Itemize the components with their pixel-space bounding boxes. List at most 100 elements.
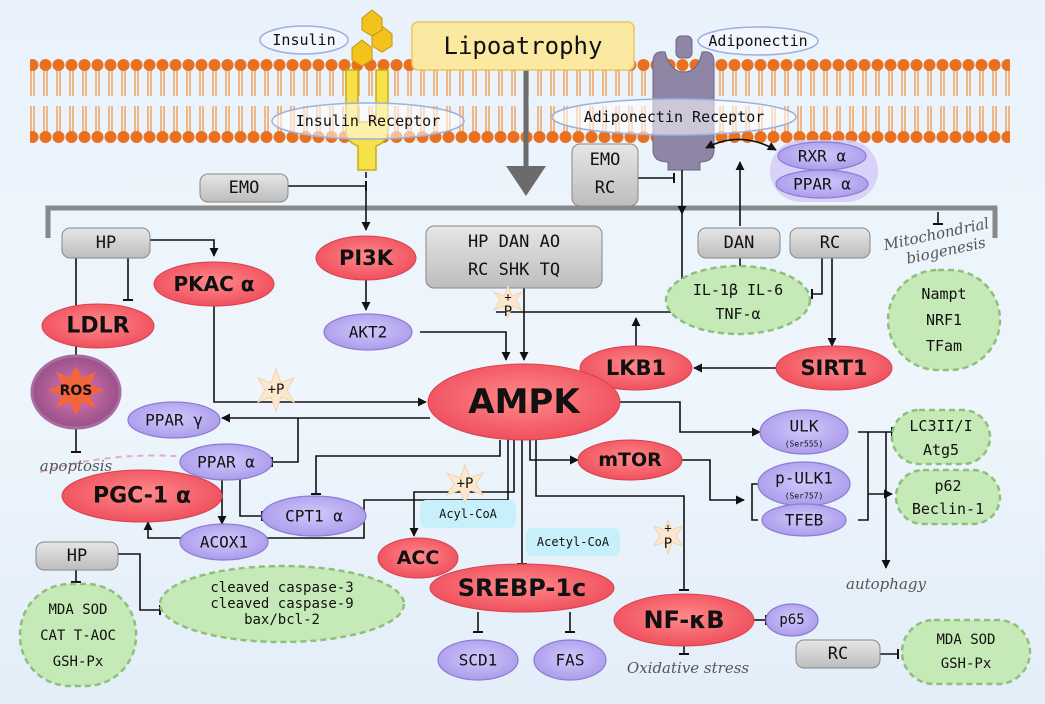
pgc1a-label: PGC-1 α	[93, 484, 191, 509]
rc-box-bottom	[795, 639, 881, 669]
caspase-cloud	[158, 564, 406, 644]
casp3-label: cleaved caspase-3	[210, 580, 353, 596]
oxidative-label: Oxidative stress	[627, 659, 750, 677]
nampt-label: Nampt	[921, 285, 966, 303]
herbs-box	[425, 225, 603, 289]
acetylcoa-box	[526, 528, 620, 556]
pkaca-oval	[153, 261, 275, 307]
srebp-oval	[429, 563, 615, 613]
ulk-label: ULK	[790, 417, 819, 436]
rc-top-label: RC	[820, 233, 840, 253]
gshpx-label: GSH-Px	[53, 654, 104, 670]
akt2-oval	[323, 313, 413, 351]
akt2-label: AKT2	[349, 323, 388, 342]
p-label-4: P	[664, 536, 672, 552]
acylcoa-label: Acyl-CoA	[439, 507, 498, 521]
bax-label: bax/bcl-2	[244, 612, 320, 628]
plus-p-label-2: +P	[457, 476, 474, 492]
pulk1-label: p-ULK1	[775, 469, 833, 488]
ppar-a-label: PPAR α	[197, 453, 255, 472]
p62-cloud	[894, 468, 1002, 526]
insulin-receptor-label: Insulin Receptor	[296, 112, 441, 130]
ppar-g-oval	[127, 401, 221, 439]
adiponectin-label: Adiponectin	[708, 32, 807, 50]
tfam-label: TFam	[926, 337, 962, 355]
ulk-sub-label: (Ser555)	[785, 440, 824, 449]
autophagy-label: autophagy	[846, 575, 926, 593]
scd1-oval	[437, 639, 519, 681]
plus-p-star-1	[256, 367, 296, 413]
lipoatrophy-arrow-head	[506, 166, 546, 196]
ulk-oval	[759, 409, 849, 455]
acetylcoa-label: Acetyl-CoA	[537, 535, 610, 549]
plus-p-star-3	[492, 284, 524, 320]
emo-left-label: EMO	[229, 178, 260, 198]
p65-oval	[765, 603, 819, 637]
mda-sod-right-label: MDA SOD	[936, 632, 995, 648]
pi3k-label: PI3K	[339, 246, 394, 270]
plus-p-star-2	[445, 463, 485, 505]
ldlr-label: LDLR	[66, 314, 129, 339]
cpt1a-label: CPT1 α	[285, 507, 343, 526]
acc-oval	[377, 537, 459, 579]
mda-cloud-right	[900, 618, 1032, 686]
pgc1a-oval	[61, 469, 223, 523]
acylcoa-box	[420, 500, 516, 528]
fas-label: FAS	[556, 651, 585, 670]
scd1-label: SCD1	[459, 651, 498, 670]
acox1-oval	[179, 523, 269, 561]
adiponectin-oval	[697, 26, 819, 56]
insulin-label: Insulin	[272, 31, 335, 49]
ldlr-oval	[41, 303, 155, 349]
tfeb-label: TFEB	[785, 511, 824, 530]
ros-icon	[30, 354, 122, 430]
nrf1-label: NRF1	[926, 311, 962, 329]
p-label-3: P	[504, 304, 512, 320]
ampk-oval	[427, 363, 621, 441]
insulin-oval	[259, 25, 349, 55]
title-box	[411, 21, 635, 71]
pulk1-sub-label: (Ser757)	[785, 492, 824, 501]
rxr-label: RXR α	[798, 147, 847, 166]
tfeb-oval	[761, 503, 847, 537]
p62-label: p62	[934, 477, 961, 495]
pi3k-oval	[315, 235, 417, 281]
insulin-receptor-oval	[271, 102, 465, 140]
plus-p-label-1: +P	[268, 382, 285, 398]
dan-box	[697, 227, 781, 259]
emo-box-left	[199, 173, 289, 203]
il-label: IL-1β IL-6	[693, 281, 783, 299]
ppar-a-oval	[179, 443, 273, 481]
hp-top-label: HP	[96, 233, 116, 253]
acc-label: ACC	[397, 547, 440, 569]
mda-sod-label: MDA SOD	[48, 602, 107, 618]
adiponectin-receptor-label: Adiponectin Receptor	[584, 108, 765, 126]
pkaca-label: PKAC α	[173, 272, 254, 296]
ampk-label: AMPK	[468, 382, 581, 422]
beclin-label: Beclin-1	[912, 500, 984, 518]
rc-bottom-label: RC	[828, 644, 848, 664]
mda-cloud	[18, 582, 138, 688]
apoptosis-arc	[39, 454, 263, 473]
lkb1-label: LKB1	[606, 356, 666, 380]
ppar-a-top-oval	[775, 169, 869, 199]
fas-oval	[533, 639, 607, 681]
title: Lipoatrophy	[444, 32, 603, 60]
tnfa-label: TNF-α	[715, 305, 760, 323]
herbs-label-1: HP DAN AO	[468, 232, 560, 252]
ros-label: ROS	[60, 383, 93, 399]
apoptosis-label: apoptosis	[40, 457, 113, 475]
mito-cloud	[886, 268, 1002, 372]
nfkb-oval	[613, 593, 755, 647]
lkb1-oval	[579, 345, 693, 391]
mtor-oval	[577, 439, 683, 481]
gshpx-right-label: GSH-Px	[941, 656, 992, 672]
cat-taoc-label: CAT T-AOC	[40, 628, 116, 644]
cell-bracket	[45, 205, 998, 238]
emo-rc-box	[571, 143, 639, 207]
lc3-cloud	[890, 408, 992, 466]
ppar-g-label: PPAR γ	[145, 411, 203, 430]
plus-p-star-4	[652, 518, 684, 556]
hp-bottom-label: HP	[67, 546, 87, 566]
